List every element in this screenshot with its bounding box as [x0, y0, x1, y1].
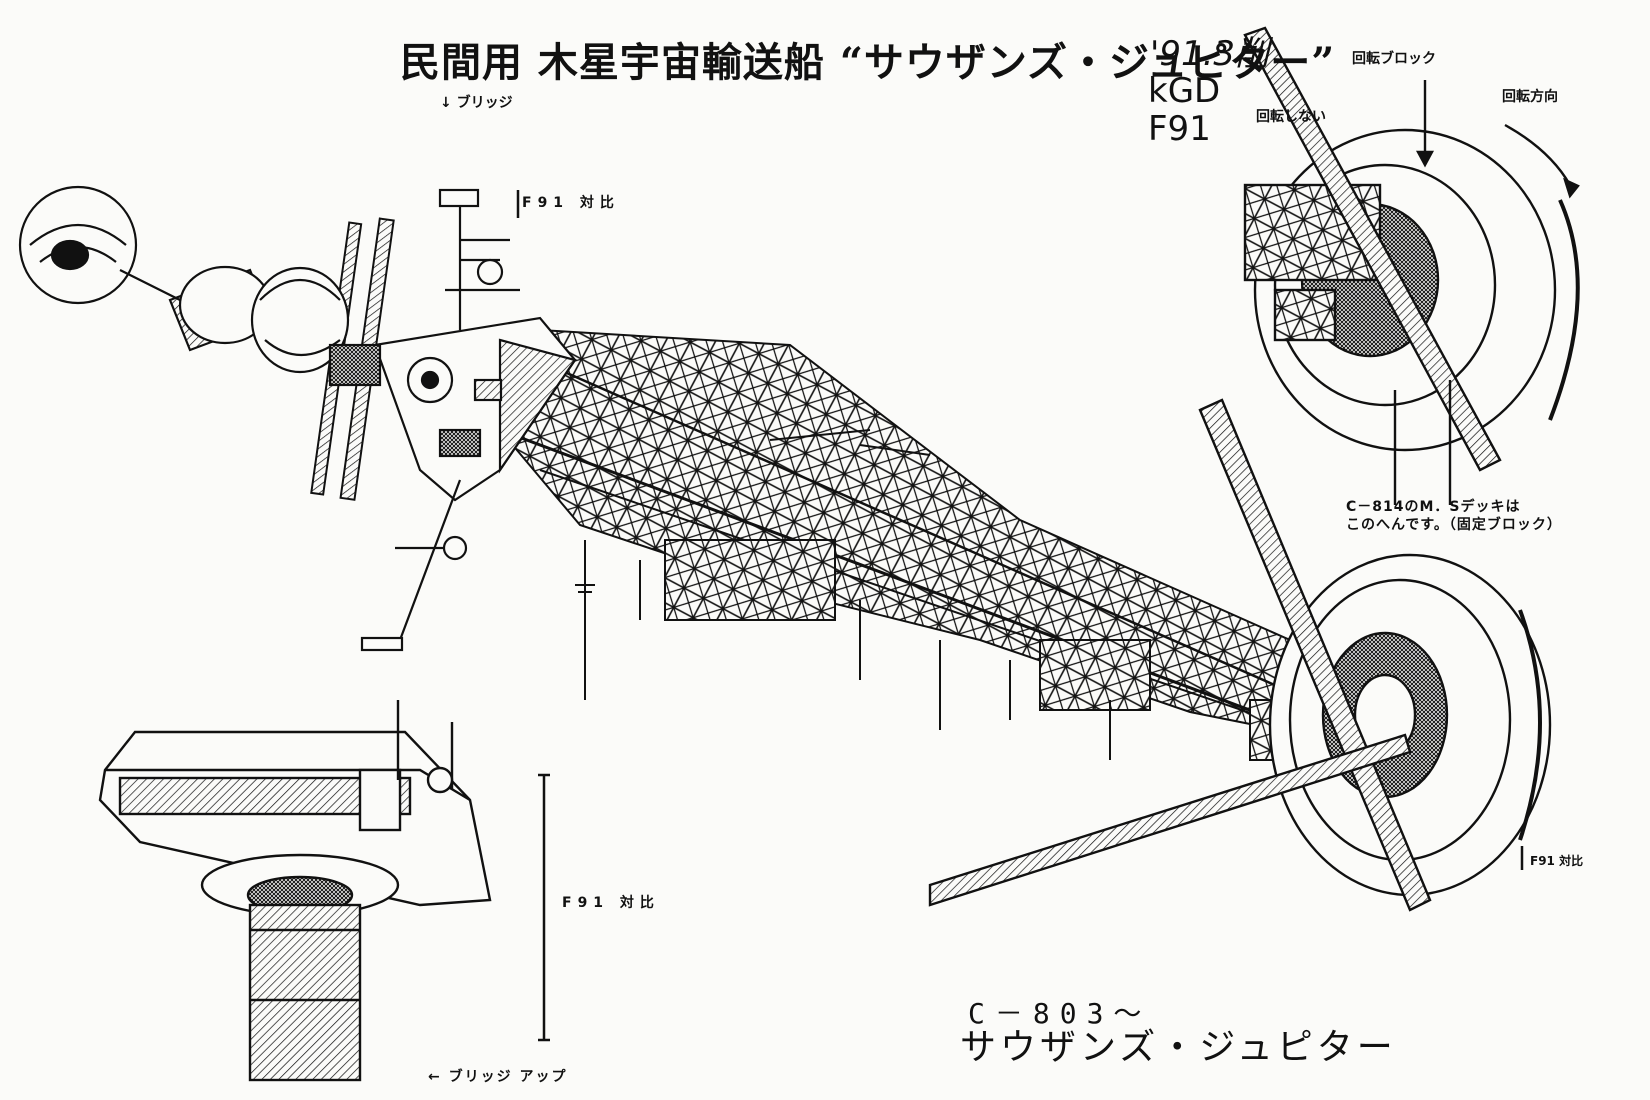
deck-note-line-2: このへんです。（固定ブロック） — [1346, 517, 1562, 533]
label-rotating-block: 回転ブロック — [1352, 51, 1436, 67]
label-deck-note: C－814のM．Sデッキは このへんです。（固定ブロック） — [1346, 498, 1562, 534]
scale-bars — [516, 190, 1524, 1042]
label-bridge-up: ← ブリッジ アップ — [428, 1069, 568, 1085]
label-scale-bridge: F91 対比 — [562, 895, 660, 911]
deck-note-line-1: C－814のM．Sデッキは — [1346, 499, 1521, 515]
label-scale-side: F91 対比 — [1530, 854, 1584, 868]
label-scale-top: F91 対比 — [522, 195, 620, 211]
sheet-title: 民間用 木星宇宙輸送船 “サウザンズ・ジュピター” — [400, 39, 1336, 86]
inset-rotating-block — [1243, 26, 1580, 505]
sheet-date: '91.3削 — [1150, 34, 1270, 74]
label-bridge: ↓ ブリッジ — [440, 95, 513, 111]
aft-rotating-block — [928, 398, 1552, 912]
label-non-rotating: 回転しない — [1256, 109, 1326, 125]
sheet-studio: kGD F91 — [1148, 72, 1220, 148]
studio-code: kGD — [1148, 71, 1221, 111]
bridge-module — [360, 188, 577, 652]
front-docking-module — [18, 185, 382, 387]
ship-name: サウザンズ・ジュピター — [960, 1027, 1397, 1068]
ship-code: C－803～ — [968, 997, 1152, 1030]
project-code: F91 — [1148, 109, 1211, 149]
inset-bridge-up — [98, 700, 492, 1082]
hull-antennas — [575, 429, 1111, 760]
main-truss-hull — [498, 328, 1362, 761]
label-rotation-direction: 回転方向 — [1502, 89, 1558, 105]
